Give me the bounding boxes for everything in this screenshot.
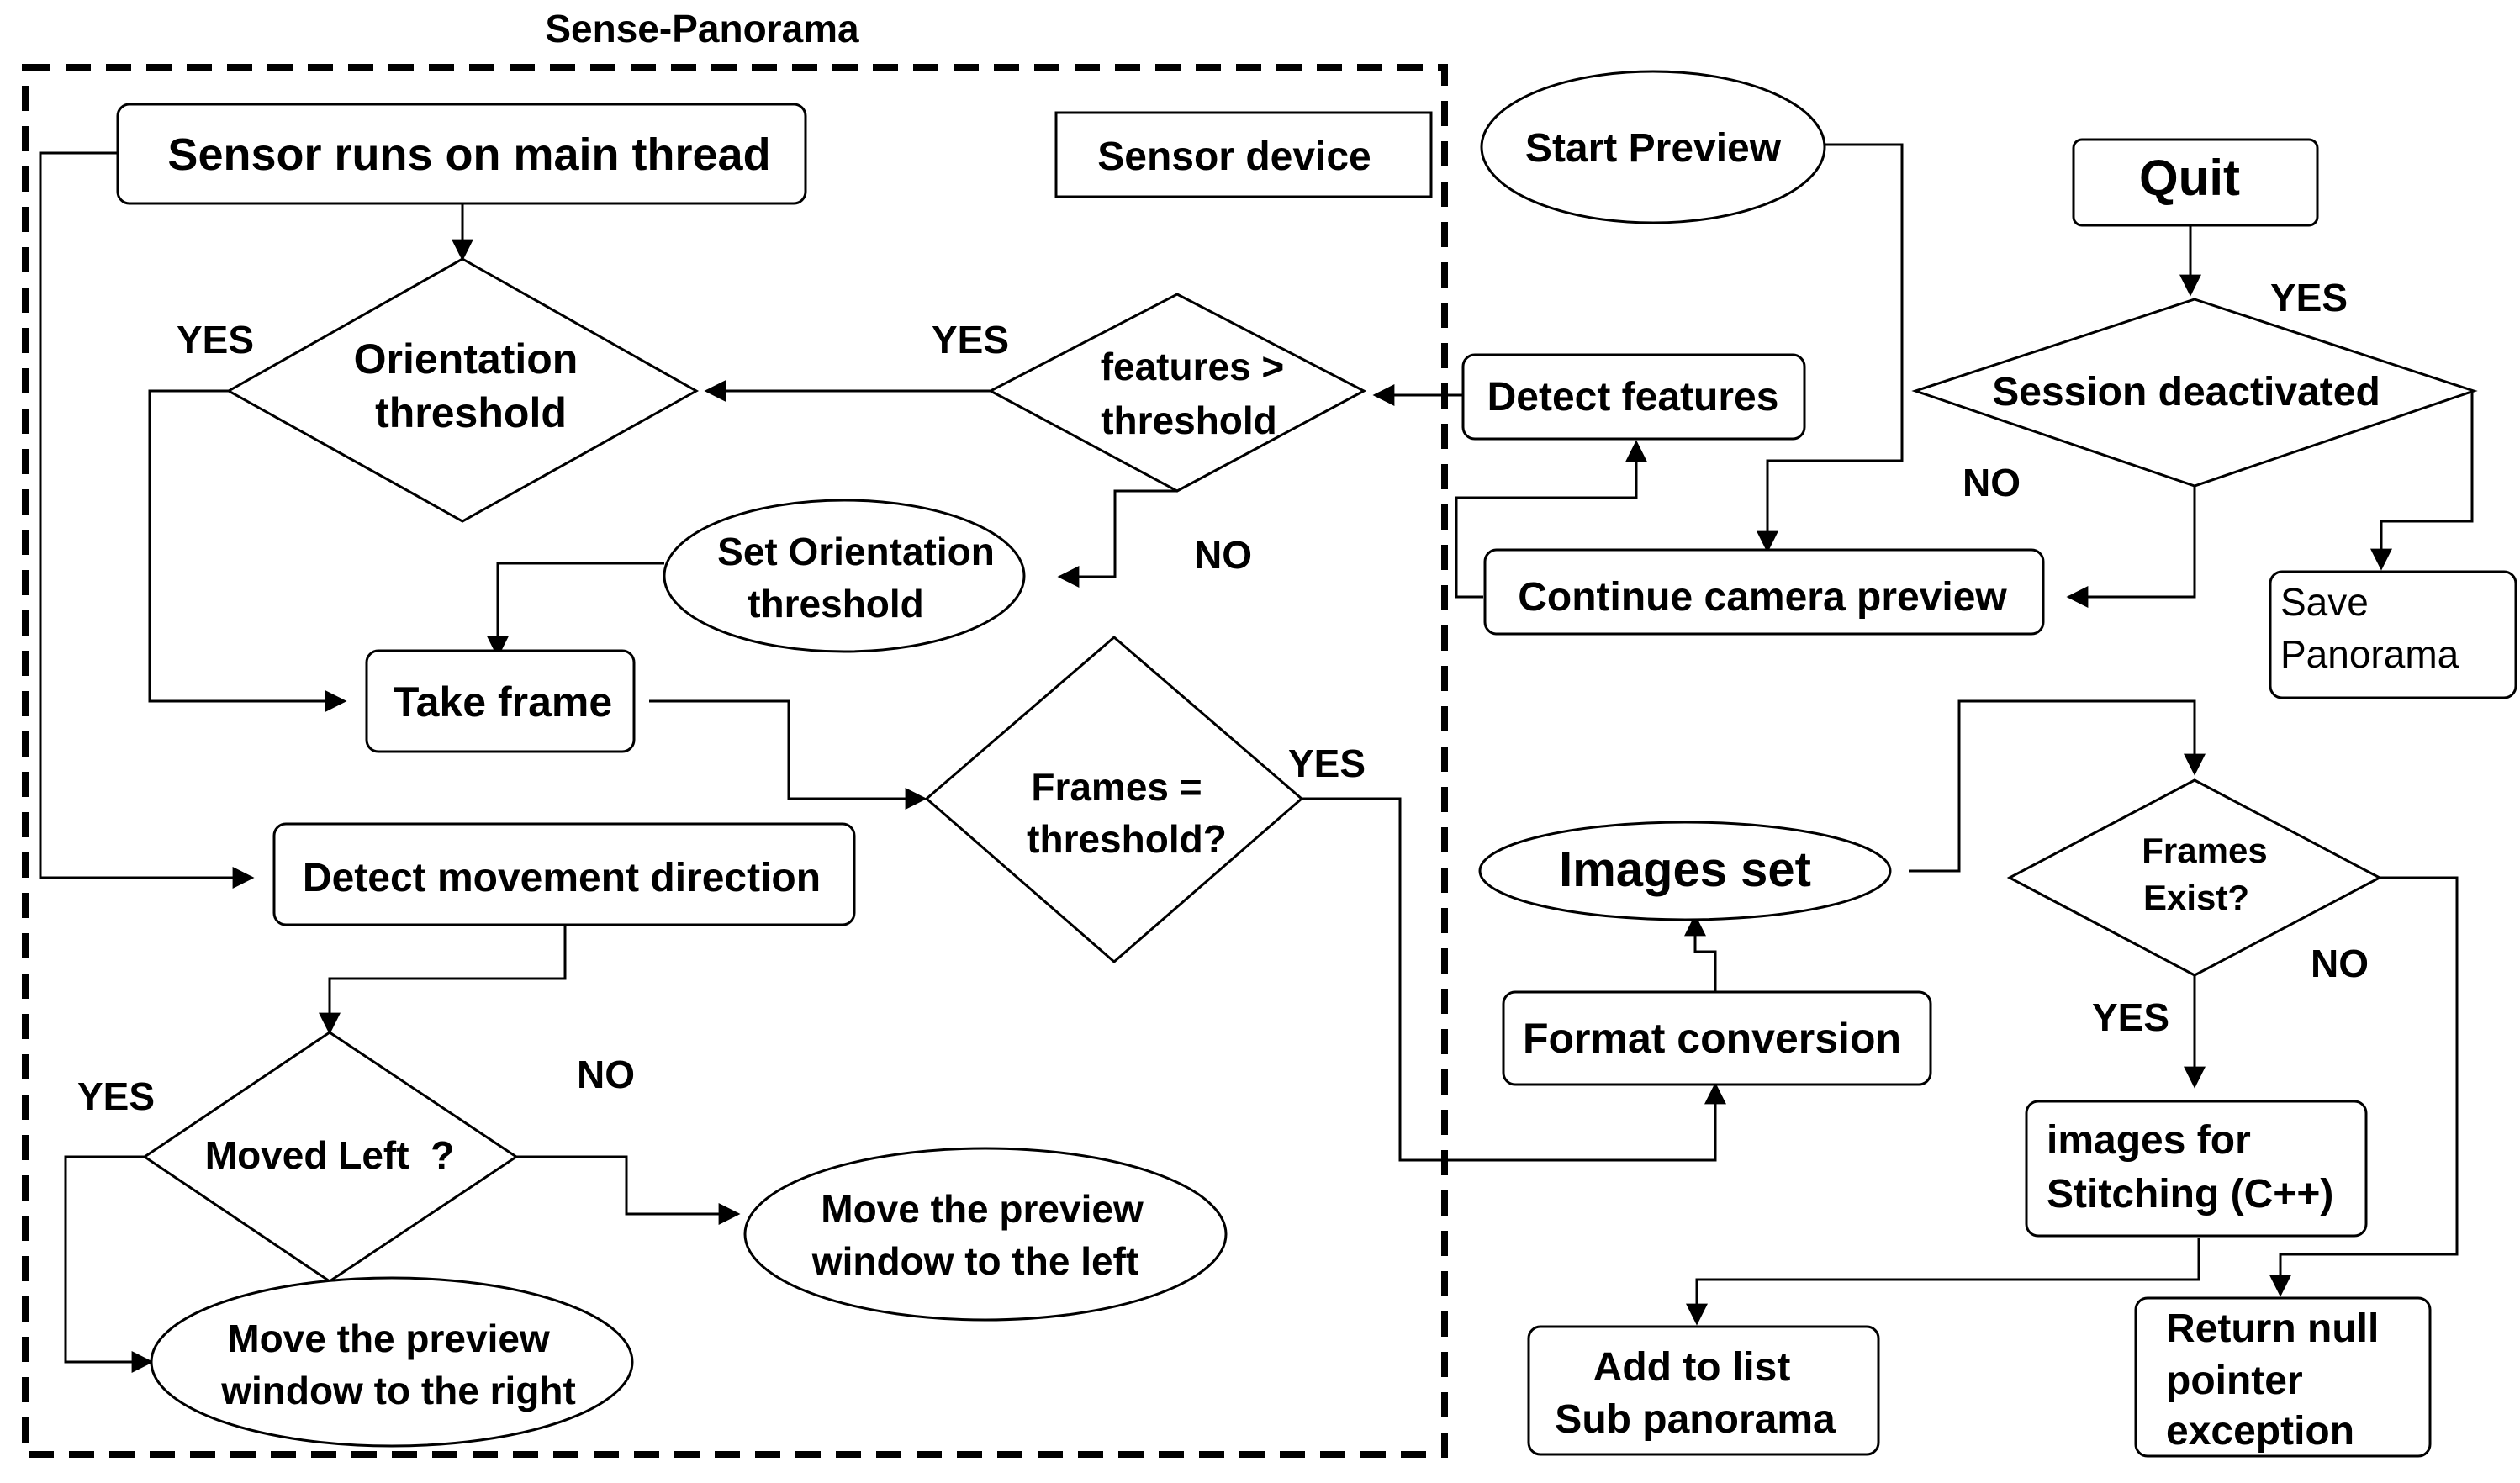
- svg-text:Return null: Return null: [2166, 1306, 2379, 1351]
- svg-text:window to the right: window to the right: [220, 1369, 576, 1412]
- save-panorama-box: Save Panorama: [2269, 570, 2517, 699]
- format-conversion-box: Format conversion: [1502, 990, 1932, 1086]
- no-label: NO: [1194, 533, 1252, 577]
- svg-text:Move the preview: Move the preview: [821, 1187, 1144, 1231]
- add-to-list-box: Add to list Sub panorama: [1527, 1325, 1880, 1456]
- svg-text:Moved Left ?: Moved Left ?: [205, 1133, 454, 1177]
- svg-text:threshold: threshold: [1101, 398, 1277, 442]
- svg-text:window to the left: window to the left: [811, 1239, 1138, 1283]
- region-title: Sense-Panorama: [545, 7, 859, 50]
- edge-labels: YES YES NO YES YES NO YES NO YES NO: [77, 276, 2369, 1118]
- moved-left-diamond: Moved Left ?: [142, 1031, 519, 1283]
- images-set-ellipse: Images set: [1478, 821, 1892, 921]
- svg-text:Save: Save: [2280, 580, 2369, 624]
- svg-text:Orientation: Orientation: [354, 335, 578, 383]
- svg-text:Detect features: Detect features: [1487, 375, 1779, 420]
- svg-text:Exist?: Exist?: [2143, 878, 2249, 917]
- sensor-device-box: Sensor device: [1054, 111, 1433, 198]
- yes-label: YES: [177, 318, 254, 362]
- detect-movement-direction-box: Detect movement direction: [272, 822, 856, 926]
- yes-label: YES: [2092, 995, 2169, 1039]
- svg-text:threshold?: threshold?: [1027, 817, 1227, 861]
- svg-text:Set Orientation: Set Orientation: [717, 530, 995, 573]
- no-label: NO: [1963, 461, 2021, 504]
- svg-text:Detect movement direction: Detect movement direction: [303, 856, 821, 900]
- svg-text:Sub panorama: Sub panorama: [1555, 1397, 1836, 1442]
- connectors: [39, 143, 2474, 1373]
- start-preview-ellipse: Start Preview: [1480, 70, 1826, 224]
- svg-text:exception: exception: [2166, 1409, 2354, 1454]
- sensor-main-thread-box: Sensor runs on main thread: [116, 103, 807, 205]
- yes-label: YES: [77, 1074, 155, 1118]
- svg-text:Move the preview: Move the preview: [227, 1317, 550, 1360]
- set-orientation-threshold-ellipse: Set Orientation threshold: [663, 499, 1026, 653]
- svg-text:Session deactivated: Session deactivated: [1992, 370, 2380, 414]
- svg-text:Quit: Quit: [2139, 150, 2240, 206]
- svg-text:Stitching (C++): Stitching (C++): [2047, 1172, 2333, 1216]
- svg-text:Sensor device: Sensor device: [1097, 135, 1371, 179]
- yes-label: YES: [1288, 742, 1366, 785]
- svg-text:images for: images for: [2047, 1118, 2251, 1163]
- svg-text:Sensor runs on main thread: Sensor runs on main thread: [167, 129, 770, 180]
- sense-panorama-region: [22, 64, 1448, 1458]
- return-null-pointer-box: Return null pointer exception: [2134, 1296, 2432, 1458]
- svg-text:Format conversion: Format conversion: [1523, 1015, 1901, 1062]
- detect-features-box: Detect features: [1461, 353, 1806, 441]
- svg-text:Frames =: Frames =: [1031, 765, 1202, 809]
- svg-text:threshold: threshold: [748, 582, 924, 625]
- orientation-threshold-diamond: Orientation threshold: [225, 257, 700, 523]
- quit-box: Quit: [2072, 138, 2319, 227]
- move-right-ellipse: Move the preview window to the right: [150, 1276, 634, 1448]
- svg-text:Images set: Images set: [1559, 842, 1811, 897]
- no-label: NO: [2311, 942, 2369, 985]
- svg-text:Panorama: Panorama: [2280, 632, 2459, 676]
- svg-text:features >: features >: [1101, 345, 1285, 388]
- images-stitching-box: images for Stitching (C++): [2025, 1100, 2368, 1238]
- svg-text:threshold: threshold: [375, 389, 567, 436]
- no-label: NO: [577, 1053, 635, 1096]
- svg-text:Frames: Frames: [2142, 831, 2267, 870]
- continue-camera-preview-box: Continue camera preview: [1483, 548, 2045, 636]
- svg-text:Take frame: Take frame: [394, 678, 612, 726]
- frames-exist-diamond: Frames Exist?: [2006, 778, 2383, 977]
- svg-text:Continue camera preview: Continue camera preview: [1518, 575, 2007, 620]
- features-threshold-diamond: features > threshold: [987, 293, 1367, 493]
- move-left-ellipse: Move the preview window to the left: [743, 1147, 1228, 1322]
- take-frame-box: Take frame: [365, 649, 636, 753]
- svg-text:pointer: pointer: [2166, 1359, 2303, 1403]
- svg-text:Add to list: Add to list: [1593, 1345, 1791, 1390]
- session-deactivated-diamond: Session deactivated: [1911, 298, 2478, 488]
- yes-label: YES: [2270, 276, 2348, 319]
- frames-threshold-diamond: Frames = threshold?: [924, 636, 1304, 963]
- svg-text:Start Preview: Start Preview: [1525, 126, 1782, 171]
- yes-label: YES: [932, 318, 1009, 362]
